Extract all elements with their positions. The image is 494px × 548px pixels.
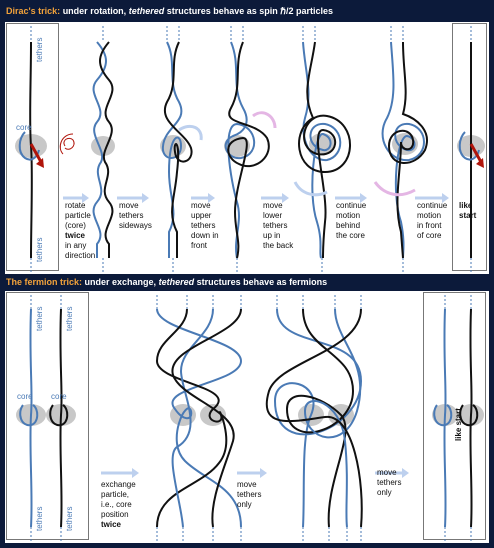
- fermion-panel: tethers tethers core core tethers tether…: [5, 291, 489, 543]
- step-upper-caption: move upper tethers down in front: [191, 201, 221, 250]
- black-tether: [30, 42, 32, 258]
- core-label: core: [51, 392, 67, 401]
- tethers-label-top: tethers: [35, 38, 44, 62]
- fermion-title: The fermion trick: under exchange, tethe…: [6, 277, 327, 287]
- step-sideways-caption: move tethers sideways: [119, 201, 152, 230]
- rotation-swirl-icon: [60, 134, 73, 154]
- tethers-label-top: tethers: [35, 307, 44, 331]
- dirac-panel: tethers core tethers: [5, 22, 489, 274]
- blue-tether: [444, 309, 445, 527]
- step-front-caption: continue motion in front of core: [417, 201, 449, 240]
- step-rotate-caption: rotate particle (core) twice in any dire…: [65, 201, 95, 260]
- black-tether: [60, 309, 61, 527]
- dirac-title: Dirac's trick: under rotation, tethered …: [6, 6, 333, 17]
- core-label: core: [17, 392, 33, 401]
- step-end-caption: like start: [454, 408, 463, 441]
- motion-arrow: [253, 113, 275, 128]
- step-arrow-head: [260, 468, 267, 478]
- step-lower-caption: move lower tethers up in the back: [263, 201, 294, 250]
- tethers-label-bottom: tethers: [65, 507, 74, 531]
- step-move-caption-1: move tethers only: [237, 480, 264, 509]
- tether-end: [157, 295, 241, 541]
- tethers-label-top: tethers: [65, 307, 74, 331]
- rotation-swirl-icon: [64, 138, 74, 149]
- blue-tether: [30, 309, 31, 527]
- step-arrow-head: [132, 468, 139, 478]
- core-label: core: [16, 123, 32, 132]
- step-exchange-caption: exchange particle, i.e., core position t…: [101, 480, 138, 529]
- motion-arrow: [179, 126, 201, 140]
- step-end-caption: like start: [459, 201, 477, 220]
- black-tether: [470, 309, 471, 527]
- blue-tether: [157, 309, 241, 527]
- step-behind-caption: continue motion behind the core: [336, 201, 368, 240]
- core-disk: [91, 136, 115, 156]
- step-arrow-head: [402, 468, 409, 478]
- step-arrow-head: [142, 193, 149, 203]
- fermion-diagram: tethers tethers core core tethers tether…: [5, 291, 489, 543]
- tethers-label-bottom: tethers: [35, 238, 44, 262]
- step-arrows: [101, 468, 409, 478]
- tethers-label-bottom: tethers: [35, 507, 44, 531]
- dirac-diagram: tethers core tethers: [5, 22, 489, 274]
